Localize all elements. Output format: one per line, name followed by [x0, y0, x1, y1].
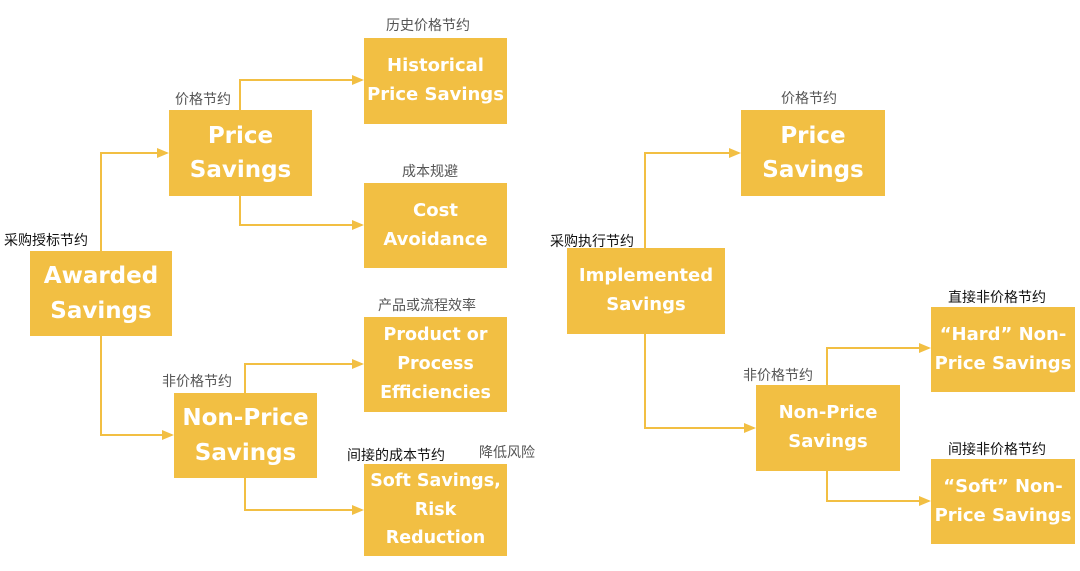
box-historical-line-2: Price Savings: [367, 84, 504, 105]
box-soft-savings-line-1: Soft Savings,: [370, 470, 501, 491]
box-soft-line-2: Price Savings: [934, 504, 1072, 526]
box-product-process-efficiencies: Product or Process Efficiencies: [364, 317, 507, 412]
box-efficiencies-line-3: Efficiencies: [380, 382, 491, 403]
connector-implemented-to-nonprice: [644, 334, 756, 433]
box-soft-savings-line-2: Risk: [414, 499, 457, 520]
box-hard-line-2: Price Savings: [934, 352, 1072, 374]
connector-price-to-cost-avoidance: [239, 196, 364, 230]
label-non-price-savings-cn: 非价格节约: [162, 374, 232, 390]
box-cost-avoidance-line-1: Cost: [413, 199, 458, 221]
connector-nonprice-to-efficiencies: [244, 359, 364, 393]
connector-price-to-historical: [239, 75, 364, 110]
label-hard-non-price-cn: 直接非价格节约: [948, 290, 1046, 306]
box-soft-savings-risk-reduction: Soft Savings, Risk Reduction: [364, 464, 507, 556]
box-non-price-line-1: Non-Price: [182, 405, 309, 431]
label-price-savings-cn: 价格节约: [175, 92, 231, 108]
box-awarded-savings-line-1: Awarded: [43, 263, 159, 289]
box-right-price-savings: Price Savings: [741, 110, 885, 196]
label-awarded-savings-cn: 采购授标节约: [4, 233, 88, 249]
box-right-price-line-1: Price: [780, 122, 846, 149]
box-price-savings-line-1: Price: [207, 122, 274, 149]
connector-nonprice-to-soft-savings: [244, 478, 364, 515]
box-cost-avoidance-line-2: Avoidance: [383, 228, 488, 250]
box-price-savings-line-2: Savings: [189, 157, 292, 183]
label-right-non-price-cn: 非价格节约: [743, 368, 813, 384]
label-right-price-savings-cn: 价格节约: [781, 91, 837, 107]
box-price-savings: Price Savings: [169, 110, 312, 196]
box-right-price-line-2: Savings: [762, 157, 864, 183]
box-implemented-savings: Implemented Savings: [567, 248, 725, 334]
connector-awarded-to-nonprice: [100, 336, 174, 440]
label-soft-savings-cn: 间接的成本节约: [347, 448, 445, 464]
box-historical-price-savings: Historical Price Savings: [364, 38, 507, 124]
box-soft-non-price-savings: “Soft” Non- Price Savings: [931, 459, 1075, 544]
box-hard-non-price-savings: “Hard” Non- Price Savings: [931, 307, 1075, 392]
label-historical-cn: 历史价格节约: [386, 18, 470, 34]
label-soft-non-price-cn: 间接非价格节约: [948, 442, 1046, 458]
box-soft-savings-line-3: Reduction: [385, 528, 486, 549]
label-efficiencies-cn: 产品或流程效率: [378, 298, 476, 314]
box-non-price-line-2: Savings: [194, 439, 297, 466]
box-right-non-price-line-1: Non-Price: [778, 402, 878, 424]
box-historical-line-1: Historical: [387, 55, 484, 77]
label-cost-avoidance-cn: 成本规避: [402, 164, 458, 180]
label-implemented-savings-cn: 采购执行节约: [550, 234, 634, 250]
connector-nonprice-to-soft: [826, 471, 931, 506]
connector-awarded-to-price: [100, 148, 169, 251]
box-implemented-line-1: Implemented: [578, 265, 714, 287]
box-cost-avoidance: Cost Avoidance: [364, 183, 507, 268]
box-hard-line-1: “Hard” Non-: [939, 323, 1067, 345]
box-soft-line-1: “Soft” Non-: [943, 475, 1063, 497]
box-efficiencies-line-2: Process: [397, 354, 474, 375]
box-awarded-savings-line-2: Savings: [50, 297, 152, 324]
box-implemented-line-2: Savings: [606, 294, 686, 315]
connector-implemented-to-price: [644, 148, 741, 248]
label-risk-reduction-cn: 降低风险: [479, 445, 535, 461]
box-efficiencies-line-1: Product or: [383, 325, 488, 346]
box-right-non-price-savings: Non-Price Savings: [756, 385, 900, 471]
box-right-non-price-line-2: Savings: [788, 431, 868, 452]
box-non-price-savings: Non-Price Savings: [174, 393, 317, 478]
box-awarded-savings: Awarded Savings: [30, 251, 172, 336]
connector-nonprice-to-hard: [826, 343, 931, 385]
